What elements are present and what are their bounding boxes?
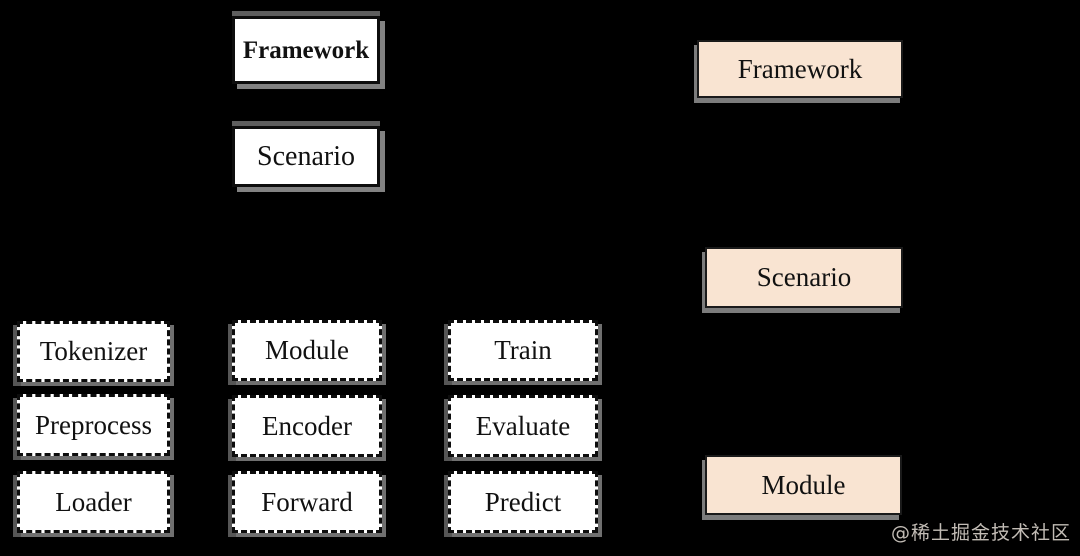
forward-label: Forward [261,486,353,517]
evaluate-box: Evaluate [448,395,598,457]
encoder-box: Encoder [232,395,382,457]
right-scenario-box: Scenario [705,247,903,308]
module-label: Module [265,335,349,365]
forward-box: Forward [232,471,382,533]
right-framework-label: Framework [737,53,863,84]
left-scenario-box: Scenario [232,126,380,187]
tokenizer-box: Tokenizer [17,321,170,382]
juejin-watermark: @稀土掘金技术社区 [891,522,1072,544]
preprocess-label: Preprocess [35,409,152,440]
left-framework-label: Framework [242,36,370,64]
predict-label: Predict [484,486,562,517]
left-scenario-label: Scenario [257,140,355,172]
loader-label: Loader [55,486,132,517]
left-framework-box: Framework [232,16,380,84]
preprocess-box: Preprocess [17,394,170,456]
right-scenario-label: Scenario [756,262,852,292]
predict-box: Predict [448,471,598,533]
loader-box: Loader [17,471,170,533]
tokenizer-label: Tokenizer [39,336,148,366]
train-box: Train [448,320,598,381]
encoder-label: Encoder [262,410,352,441]
right-framework-box: Framework [697,40,903,98]
evaluate-label: Evaluate [475,410,571,441]
right-module-label: Module [761,469,846,500]
right-module-box: Module [705,455,902,515]
module-box: Module [232,320,382,381]
train-label: Train [494,335,552,365]
